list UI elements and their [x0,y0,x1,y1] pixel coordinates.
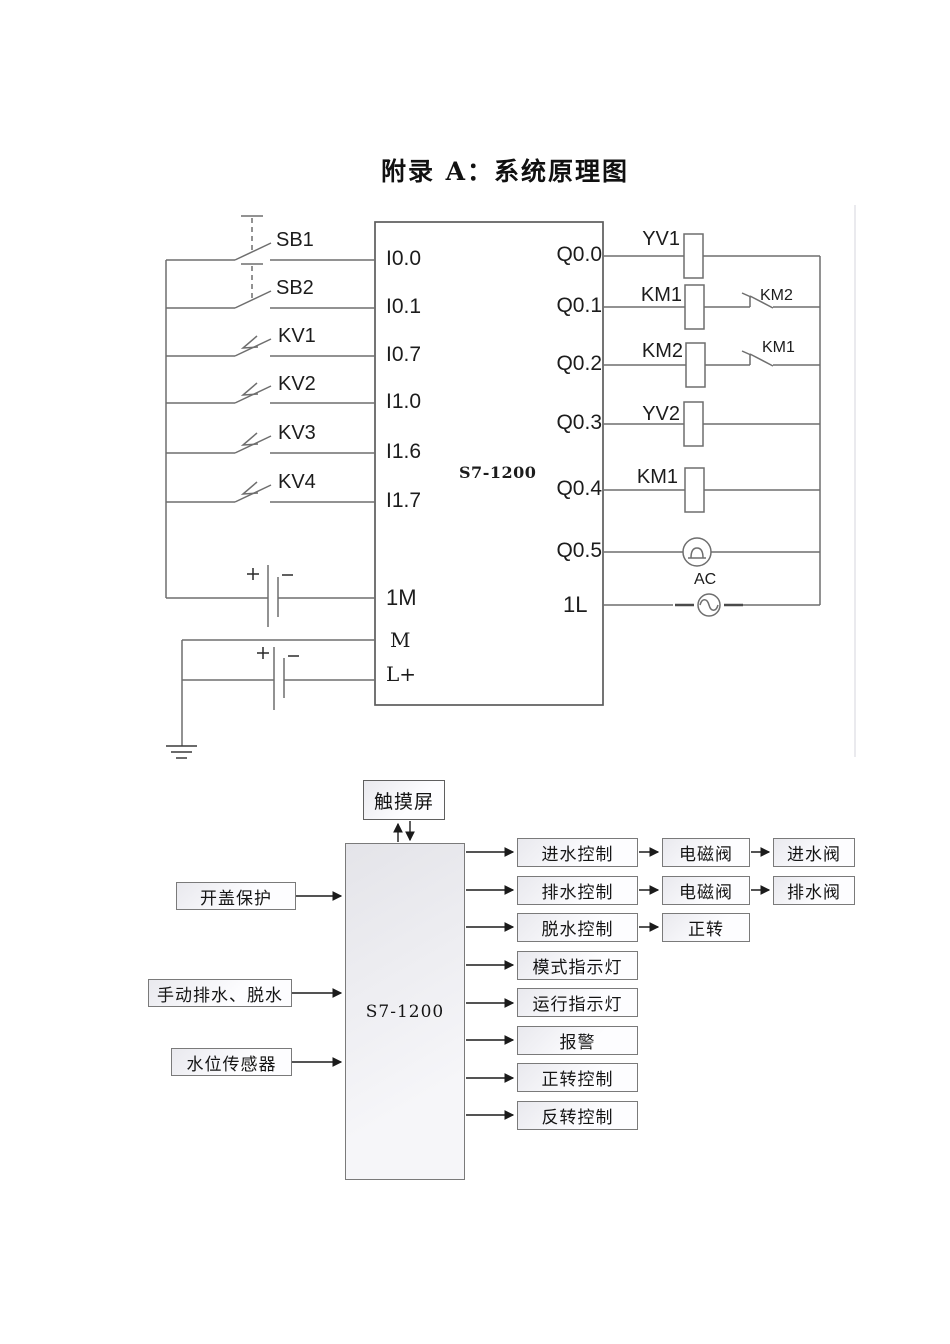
relay-contact-kv1-icon [166,335,375,357]
relay-contact-kv2-icon [166,382,375,404]
output-block-drain-control: 排水控制 [517,876,638,905]
ac-label: AC [694,571,717,588]
output-pin-label: Q0.1 [556,294,602,317]
pin-m-label: M [390,628,411,652]
coil-km1-icon [603,284,750,330]
input-pin-label: I0.1 [386,295,422,318]
relay-contact-kv3-icon [166,432,375,454]
input-pin-label: I0.7 [386,343,422,366]
plc-block: S7-1200 [345,843,465,1180]
output-block-run-indicator: 运行指示灯 [517,988,638,1017]
relay-contact-kv4-icon [166,481,375,503]
input-device-label: SB2 [276,277,314,299]
input-block-water-level-sensor: 水位传感器 [171,1048,292,1076]
output-device-label: YV2 [642,403,680,425]
output-pin-label: Q0.0 [556,243,602,266]
input-device-label: KV4 [278,471,316,493]
output-pin-label: Q0.2 [556,352,602,375]
alarm-bell-icon [603,537,820,567]
output-pin-label: Q0.5 [556,539,602,562]
plc-wiring [165,215,821,759]
output-device-label: KM1 [640,284,682,306]
output-block-drain-valve: 排水阀 [773,876,855,905]
pin-lplus-label: L+ [386,662,417,686]
pushbutton-sb2-icon [166,263,375,309]
coil-km2-icon [603,342,750,388]
input-pin-label: I1.0 [386,390,422,413]
coil-km1b-icon [603,467,820,513]
coil-yv1-icon [603,233,820,279]
ground-icon [166,745,197,759]
output-block-inlet-control: 进水控制 [517,838,638,867]
output-device-label: KM1 [636,466,678,488]
output-block-inlet-valve: 进水阀 [773,838,855,867]
output-block-spin-control: 脱水控制 [517,913,638,942]
output-block-reverse-control: 反转控制 [517,1101,638,1130]
plc-box [374,221,604,706]
nc-contact-km1-icon [741,350,820,367]
coil-yv2-icon [603,401,820,447]
output-block-forward-control: 正转控制 [517,1063,638,1092]
output-device-label: KM2 [641,340,683,362]
input-pin-label: I1.6 [386,440,422,463]
input-block-lid-protect: 开盖保护 [176,882,296,910]
input-device-label: SB1 [276,229,314,251]
output-block-alarm: 报警 [517,1026,638,1055]
ac-source-icon [603,593,820,617]
output-device-label: YV1 [642,228,680,250]
plc-model-label: S7-1200 [459,463,537,482]
input-pin-label: I0.0 [386,247,422,270]
output-block-solenoid-valve: 电磁阀 [662,838,750,867]
input-device-label: KV3 [278,422,316,444]
output-block-mode-indicator: 模式指示灯 [517,951,638,980]
nc-contact-km2-icon [741,292,820,309]
interlock-contact-label: KM1 [762,339,795,356]
input-device-label: KV2 [278,373,316,395]
pin-1m-label: 1M [386,585,417,610]
battery-dc-supply-icon [181,639,375,746]
output-block-solenoid-valve: 电磁阀 [662,876,750,905]
interlock-contact-label: KM2 [760,287,793,304]
input-pin-label: I1.7 [386,489,422,512]
touchscreen-box: 触摸屏 [363,780,445,820]
input-device-label: KV1 [278,325,316,347]
output-pin-label: Q0.3 [556,411,602,434]
output-block-forward-rotation: 正转 [662,913,750,942]
pin-1l-label: 1L [563,592,588,617]
pushbutton-sb1-icon [166,215,375,261]
page-title: 附录 A：系统原理图 [380,157,630,186]
block-diagram-arrows [292,821,771,1120]
battery-1m-icon [166,565,375,627]
output-pin-label: Q0.4 [556,477,602,500]
input-block-manual-drain-spin: 手动排水、脱水 [148,979,292,1007]
